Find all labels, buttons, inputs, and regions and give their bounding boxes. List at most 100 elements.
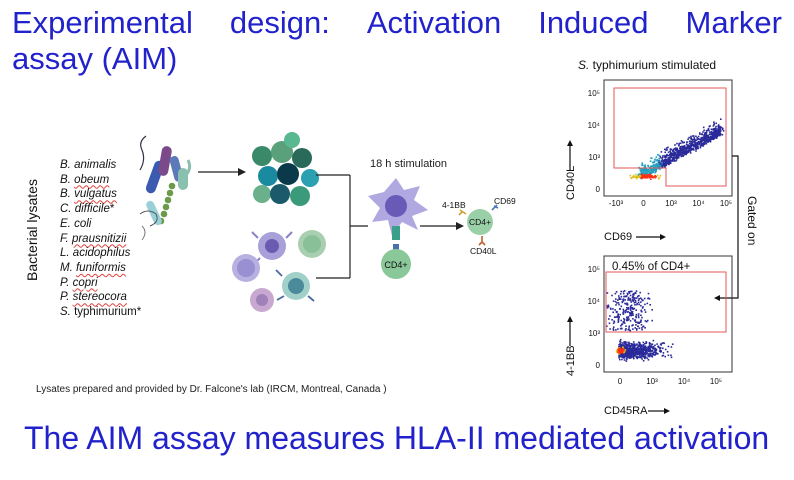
density-dot (644, 320, 647, 322)
density-dot (713, 124, 715, 126)
density-dot (624, 295, 626, 298)
density-dot (623, 350, 626, 353)
density-dot (642, 325, 644, 328)
density-dot (635, 316, 637, 319)
density-dot (633, 355, 636, 357)
density-dot (652, 339, 655, 342)
density-dot (629, 294, 632, 297)
density-dot (622, 313, 625, 315)
density-dot (628, 352, 631, 354)
density-dot (657, 353, 659, 355)
density-dot (654, 168, 657, 170)
density-dot (619, 355, 622, 358)
density-dot (648, 350, 651, 353)
density-dot (673, 157, 675, 160)
density-dot (639, 175, 642, 177)
density-dot (713, 134, 716, 136)
density-dot (637, 316, 640, 319)
density-dot (643, 343, 646, 345)
density-dot (617, 317, 620, 320)
density-dot (643, 176, 645, 178)
density-dot (683, 141, 685, 144)
density-dot (628, 345, 630, 347)
density-dot (637, 313, 640, 315)
density-dot (618, 298, 621, 300)
density-dot (634, 297, 636, 299)
density-dot (624, 346, 626, 348)
density-dot (608, 322, 611, 325)
density-dot (638, 356, 640, 359)
density-dot (619, 345, 622, 348)
density-dot (659, 343, 662, 345)
density-dot (637, 173, 640, 176)
density-dot (694, 142, 696, 145)
density-dot (614, 300, 617, 303)
density-dot (673, 148, 676, 150)
density-dot (674, 144, 676, 146)
density-dot (637, 295, 640, 297)
density-dot (683, 145, 686, 148)
density-dot (678, 150, 680, 152)
density-dot (635, 176, 638, 178)
density-dot (626, 319, 628, 322)
density-dot (655, 170, 657, 173)
density-dot (717, 129, 720, 132)
density-dot (640, 172, 642, 174)
density-dot (630, 304, 633, 307)
density-dot (636, 343, 638, 346)
density-dot (691, 148, 693, 151)
density-dot (631, 290, 633, 293)
density-dot (660, 151, 663, 153)
density-dot (644, 165, 646, 168)
density-dot (670, 156, 673, 159)
density-dot (628, 341, 630, 344)
density-dot (640, 320, 642, 323)
density-dot (656, 166, 658, 169)
merge-connector (316, 174, 368, 279)
density-dot (627, 356, 629, 359)
density-dot (698, 143, 701, 145)
density-dot (721, 128, 724, 131)
density-dot (644, 354, 647, 356)
axis-tick-label: 10⁴ (692, 199, 705, 208)
density-dot (692, 141, 694, 143)
density-dot (667, 162, 669, 165)
density-dot (687, 151, 689, 154)
density-dot (700, 139, 702, 141)
density-dot (686, 145, 689, 148)
density-dot (654, 349, 656, 351)
density-dot (634, 327, 636, 329)
density-dot (608, 318, 610, 320)
density-dot (611, 319, 613, 321)
density-dot (699, 146, 702, 149)
density-dot (719, 130, 722, 132)
density-dot (629, 305, 632, 308)
density-dot (674, 154, 676, 157)
bottom-ylabel: 4-1BB (565, 345, 577, 376)
density-dot (678, 142, 680, 145)
density-dot (668, 159, 670, 162)
density-dot (675, 156, 678, 159)
density-dot (654, 169, 656, 171)
density-dot (705, 136, 707, 139)
gated-on-label: Gated on (745, 196, 759, 245)
density-dot (615, 298, 617, 300)
density-dot (649, 354, 651, 356)
density-dot (696, 143, 698, 145)
density-dot (703, 142, 705, 144)
density-dot (625, 343, 628, 346)
density-dot (652, 354, 654, 356)
density-dot (624, 329, 627, 331)
density-dot (625, 328, 627, 330)
axis-tick-label: 0 (596, 361, 601, 370)
density-dot (682, 155, 684, 157)
density-dot (699, 140, 702, 143)
density-dot (632, 295, 634, 297)
density-dot (692, 148, 694, 151)
density-dot (709, 133, 712, 135)
density-dot (720, 118, 722, 120)
density-dot (662, 160, 665, 163)
density-dot (656, 174, 659, 177)
density-dot (621, 301, 624, 303)
